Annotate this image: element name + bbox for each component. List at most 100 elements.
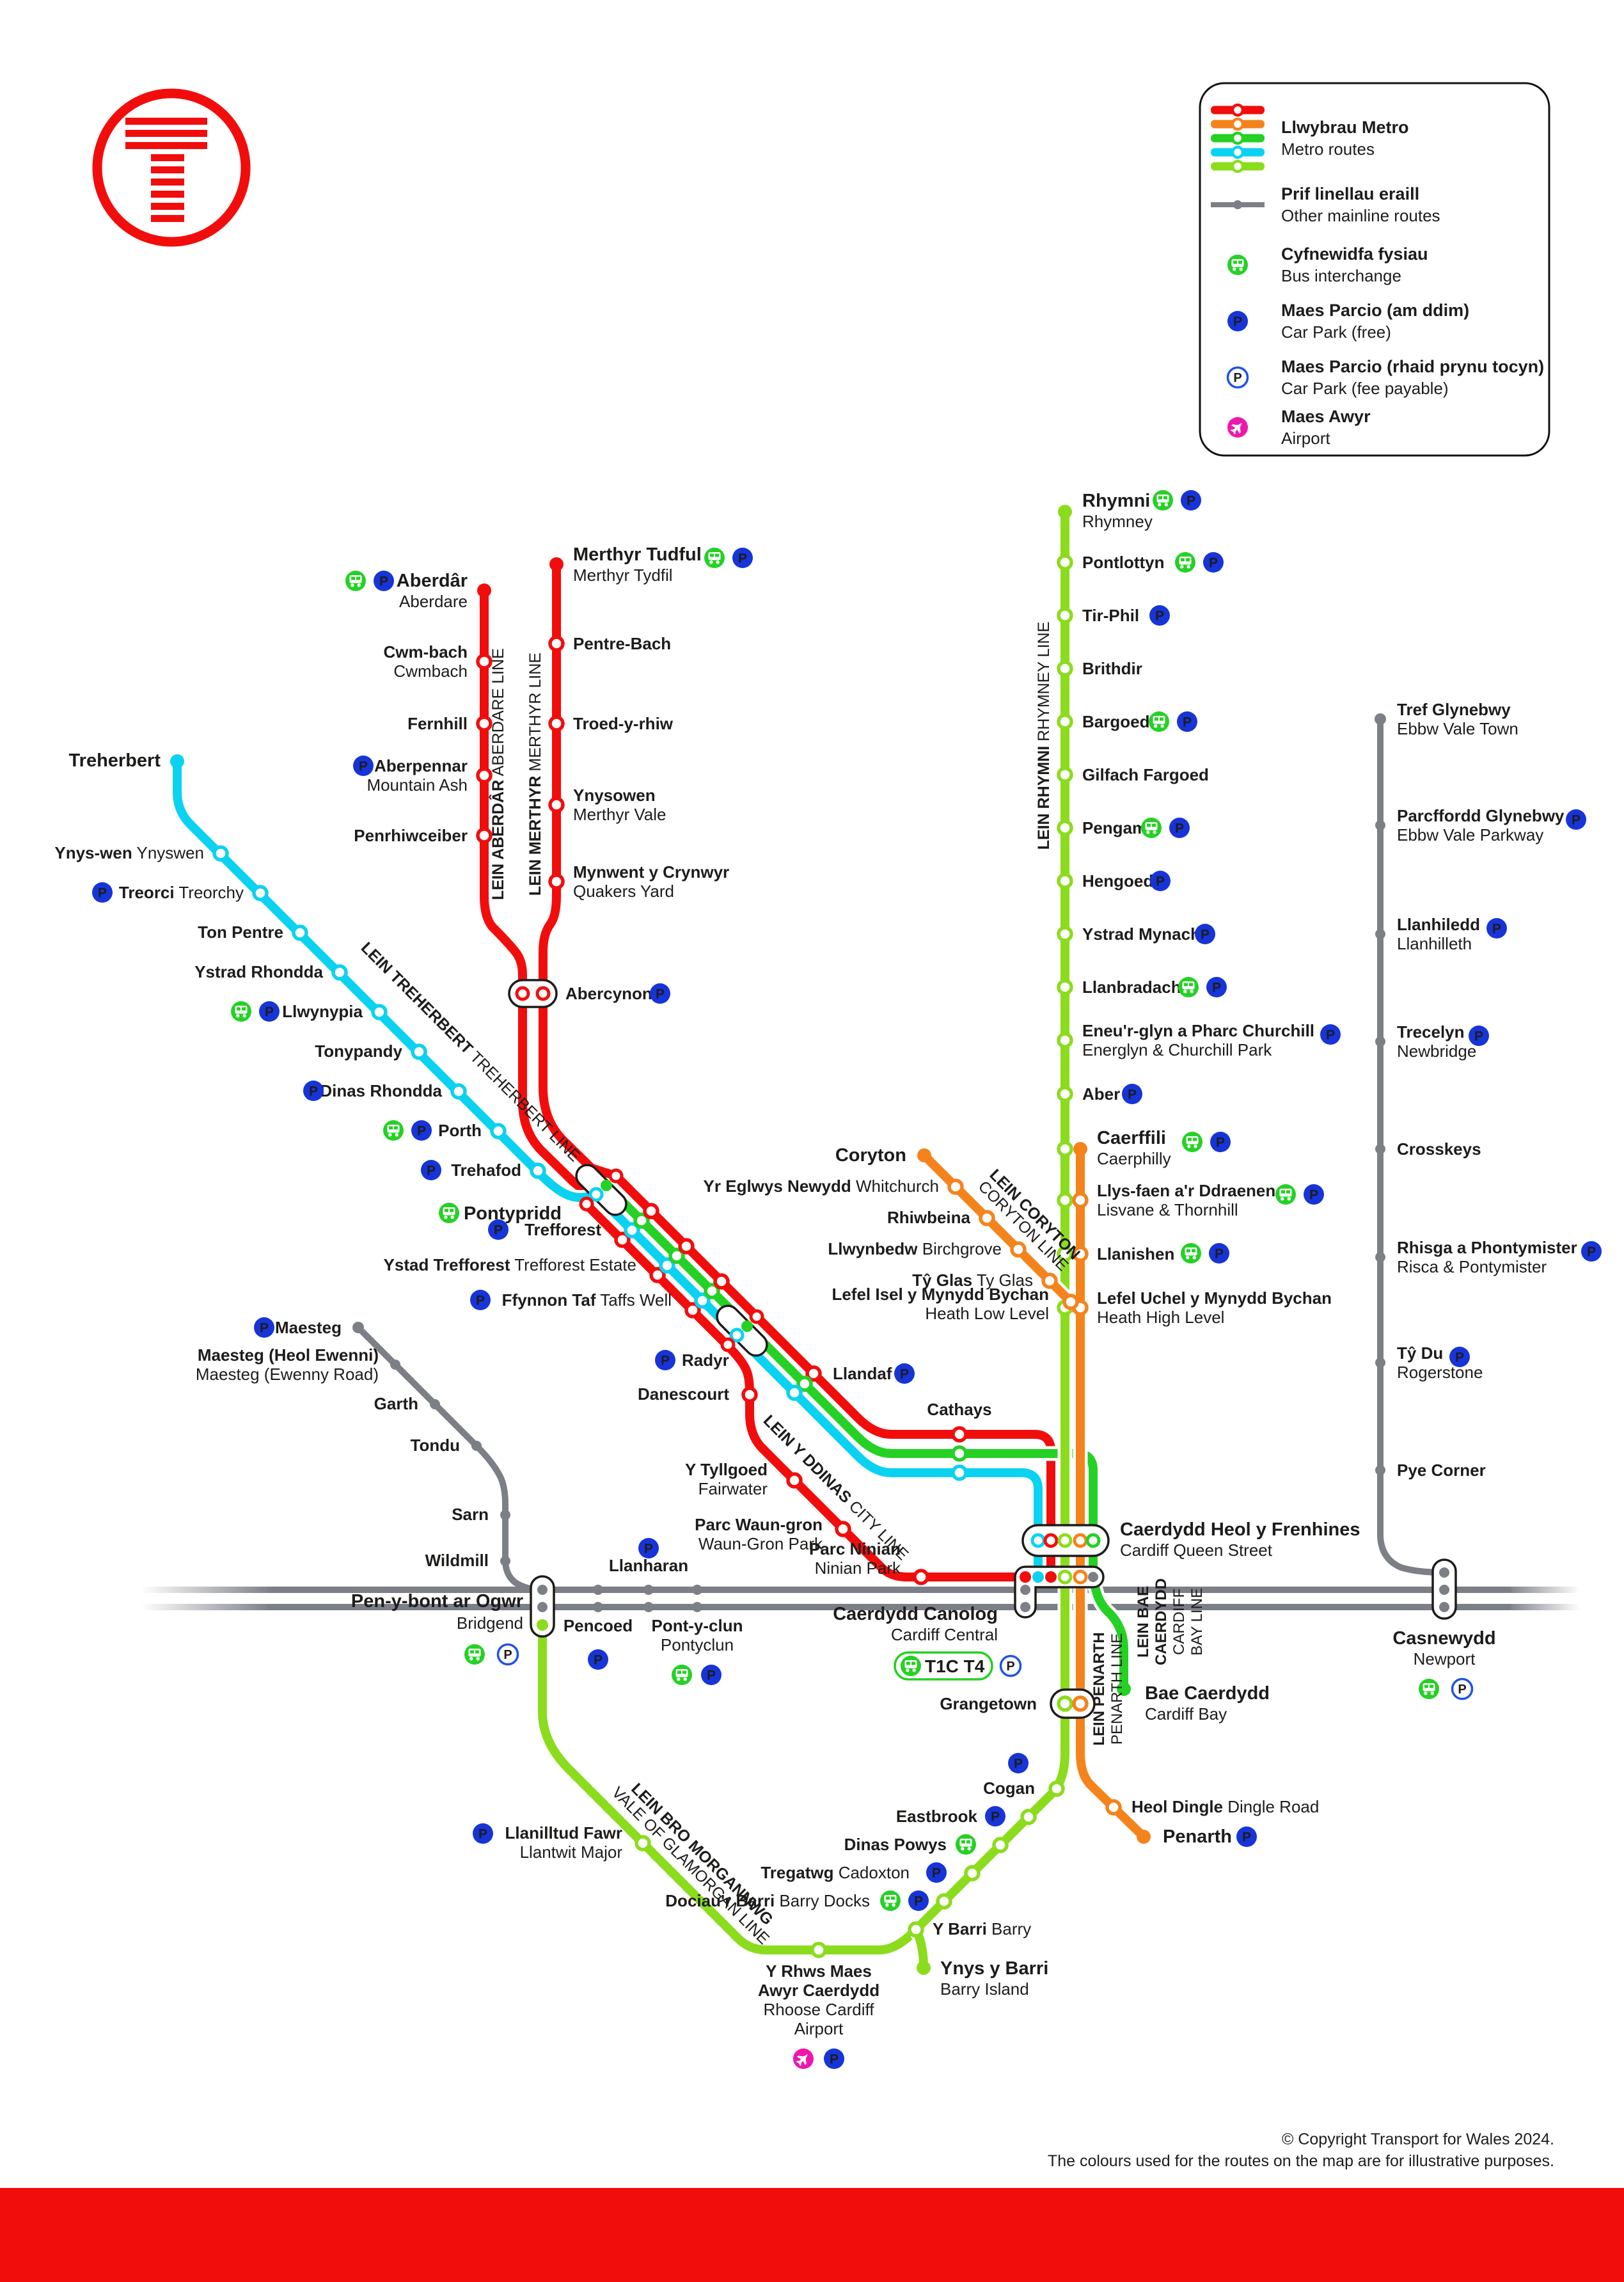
bus-wheel (716, 560, 720, 564)
label-tref-glynebwy: Tref Glynebwy (1397, 700, 1511, 719)
station-dot (1073, 1142, 1087, 1156)
bus-window (450, 1208, 453, 1212)
p-glyph: P (1309, 1188, 1318, 1203)
label-parc-ninian: Parc Ninian (809, 1539, 901, 1558)
label-pengam: Pengam (1082, 818, 1147, 837)
label-ystad-trefforest: Ystad Trefforest Trefforest Estate (384, 1255, 636, 1274)
car-park-free-icon (1181, 490, 1201, 511)
station-dot (1057, 1569, 1073, 1585)
station-dot (411, 1043, 427, 1060)
label-cyfnewidfa-fysiau: Cyfnewidfa fysiau (1281, 244, 1428, 264)
car-park-free-icon (1203, 552, 1224, 573)
station-dot (951, 1445, 968, 1462)
station-dot (835, 1521, 851, 1537)
label-lisvane-thornhill: Lisvane & Thornhill (1097, 1200, 1238, 1219)
station-dot (1375, 1252, 1385, 1262)
bus-wheel (961, 1847, 965, 1851)
label-rhoose-cardiff: Rhoose Cardiff (764, 2000, 875, 2019)
station-dot (1375, 713, 1386, 725)
label-car-park-free: Car Park (free) (1281, 322, 1391, 342)
p-glyph: P (1201, 928, 1210, 942)
station-dot (1048, 1780, 1065, 1797)
label-wildmill: Wildmill (425, 1551, 489, 1570)
label-hengoed: Hengoed (1082, 871, 1153, 891)
bus-wheel (1192, 1256, 1196, 1260)
car-park-free-icon (732, 548, 753, 568)
p-glyph: P (594, 1653, 603, 1668)
legend-bar-dot (1231, 159, 1245, 173)
plane-glyph (796, 2054, 808, 2066)
label-pencoed: Pencoed (564, 1616, 633, 1635)
legend-box (1199, 82, 1550, 457)
station-dot (643, 1602, 654, 1612)
p-glyph: P (707, 1668, 716, 1683)
label-rhisga-a-phontymister: Rhisga a Phontymister (1397, 1238, 1577, 1257)
car-park-free-icon (1566, 809, 1586, 830)
station-dot (1057, 820, 1073, 836)
station-dot (471, 1441, 482, 1451)
station-dot (430, 1399, 440, 1409)
station-dot (713, 1273, 730, 1290)
bus-wheel (1233, 267, 1236, 271)
station-dot (535, 986, 551, 1001)
station-dot (668, 1248, 685, 1264)
label-ynys-wen: Ynys-wen Ynyswen (54, 843, 204, 862)
bus-window (961, 1840, 965, 1844)
label-llwybrau-metro: Llwybrau Metro (1281, 118, 1409, 137)
station-dot (1057, 1246, 1073, 1262)
label-bus-interchange: Bus interchange (1281, 266, 1401, 285)
bus-wheel (236, 1014, 240, 1018)
station-dot (684, 1302, 701, 1319)
car-park-free-icon (421, 1160, 441, 1180)
bus-window (1193, 1137, 1197, 1141)
station-dot (1057, 1192, 1073, 1208)
car-park-free-icon (588, 1649, 608, 1670)
station-dot (500, 1510, 510, 1520)
car-park-free-icon (824, 2048, 844, 2069)
station-dot (917, 1961, 931, 1975)
label-fernhill: Fernhill (407, 714, 468, 733)
logo-bar-2 (125, 142, 207, 149)
station-dot (476, 767, 493, 784)
station-dot (805, 1365, 822, 1382)
station-dot (537, 1585, 548, 1595)
station-dot (1072, 1246, 1089, 1262)
label-rhymni: Rhymni (1082, 491, 1150, 511)
p-glyph: P (503, 1648, 512, 1662)
label-cwm-bach: Cwm-bach (384, 642, 468, 662)
bus-wheel (709, 560, 713, 564)
station-dot (601, 1180, 612, 1191)
station-dot (1105, 1799, 1122, 1816)
p-glyph: P (1242, 1830, 1251, 1845)
tfw-logo (92, 88, 251, 247)
label-garth: Garth (374, 1394, 418, 1413)
station-dot (678, 1238, 695, 1255)
bus-window (356, 576, 360, 580)
station-dot (692, 1602, 702, 1612)
p-glyph: P (1156, 875, 1165, 889)
label-aber: Aber (1082, 1084, 1120, 1104)
station-dot (1057, 979, 1073, 995)
p-glyph: P (1572, 813, 1581, 828)
station-dot (593, 1585, 603, 1595)
station-dot (917, 1148, 931, 1162)
p-glyph: P (1233, 371, 1242, 385)
bus-window (1430, 1684, 1433, 1688)
car-park-free-icon (650, 983, 670, 1004)
p-glyph: P (1215, 1247, 1224, 1262)
label-y-barri: Y Barri Barry (933, 1919, 1031, 1938)
legend-bar-dot (1231, 131, 1245, 145)
car-park-fee-icon (1226, 366, 1249, 389)
bus-window (966, 1840, 970, 1844)
bus-window (1163, 496, 1167, 500)
bus-window (1238, 260, 1242, 264)
station-dot (1041, 1272, 1058, 1289)
car-park-free-icon (1122, 1084, 1142, 1104)
car-park-free-icon (894, 1363, 915, 1384)
label-tir-phil: Tir-Phil (1082, 606, 1139, 625)
bus-wheel (1183, 990, 1187, 994)
station-dot (1057, 1695, 1073, 1712)
label-ffynnon-taf: Ffynnon Taf Taffs Well (502, 1290, 672, 1310)
label-ystrad-rhondda: Ystrad Rhondda (194, 962, 323, 981)
